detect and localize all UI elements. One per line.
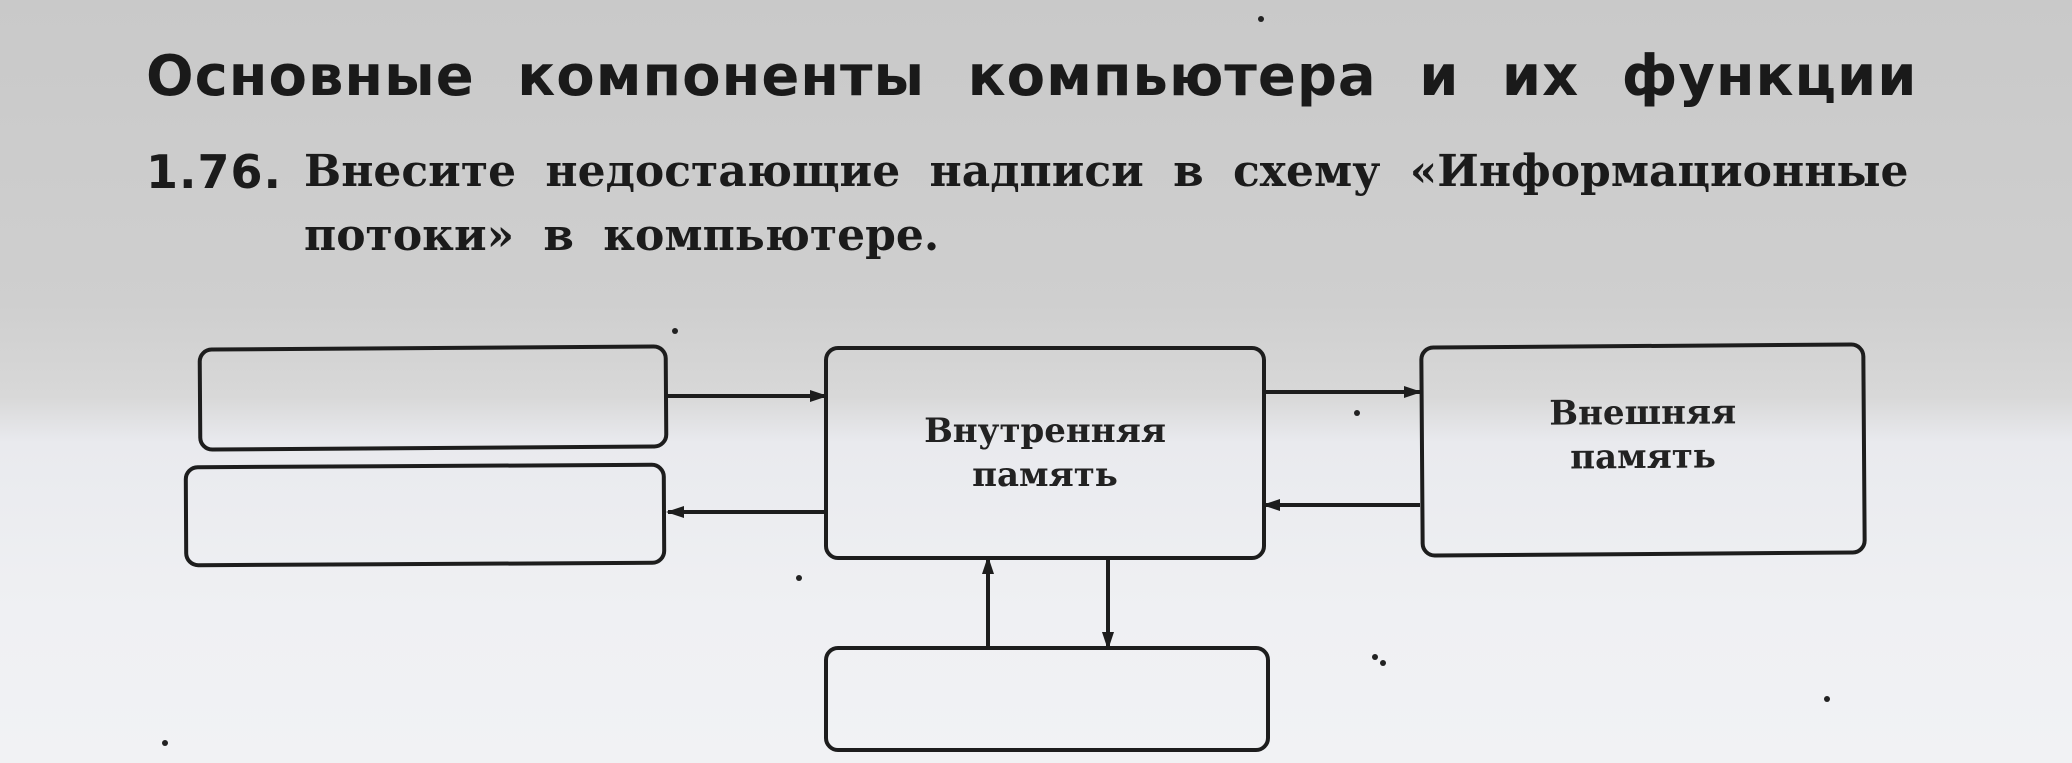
task-text: Внесите недостающие надписи в схему «Инф… [304,140,1954,268]
print-speck [1354,410,1360,416]
empty-box-output[interactable] [183,462,667,568]
print-speck [1824,696,1830,702]
external-memory-label: Внешняя память [1549,390,1737,479]
print-speck [796,575,802,581]
external-memory-line-2: память [1570,436,1717,478]
print-speck [672,328,678,334]
empty-box-bottom[interactable] [824,646,1270,752]
section-title: Основные компоненты компьютера и их функ… [146,44,1918,109]
empty-box-input[interactable] [197,344,669,452]
print-speck [1258,16,1264,22]
print-speck [162,740,168,746]
print-speck [1372,654,1378,660]
task-text-line-1: Внесите недостающие надписи в схему «Инф… [304,146,1909,197]
task-text-line-2: потоки» в компьютере. [304,210,940,261]
task-number: 1.76. [146,145,282,199]
external-memory-line-1: Внешняя [1549,392,1737,434]
internal-memory-label: Внутренняя память [924,409,1166,497]
internal-memory-box: Внутренняя память [824,346,1266,560]
internal-memory-line-2: память [972,455,1118,495]
internal-memory-line-1: Внутренняя [924,411,1166,451]
print-speck [1380,660,1386,666]
external-memory-box: Внешняя память [1419,342,1867,558]
